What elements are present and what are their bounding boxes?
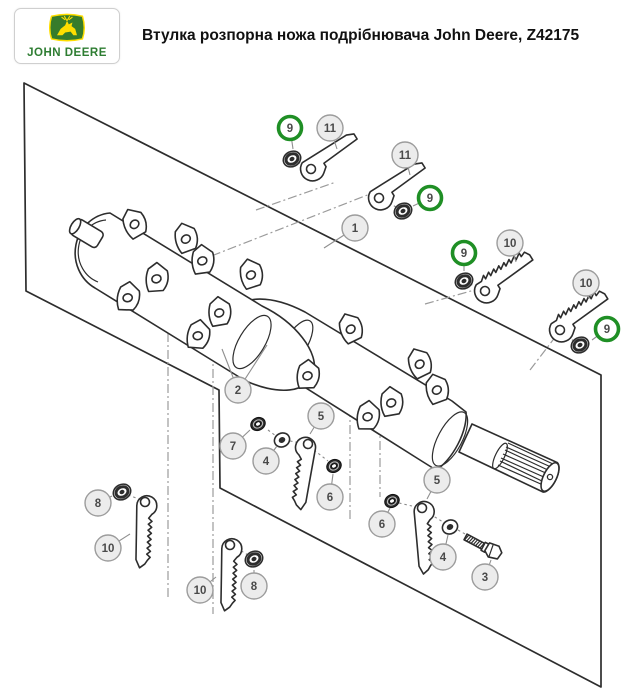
bolt-3 [463, 533, 503, 560]
callout-number: 8 [95, 498, 102, 510]
nut-6-b [381, 491, 403, 511]
hardware [109, 146, 593, 572]
callout-5 [423, 466, 451, 494]
serrated-knife-10-hanging-mid [217, 537, 244, 613]
callout-number: 5 [318, 411, 325, 423]
bushing-8-a [109, 479, 135, 505]
rotor-drum [68, 205, 560, 493]
callout-number: 6 [379, 519, 385, 531]
washer-4-b [439, 516, 461, 538]
callout-number: 9 [427, 193, 433, 205]
callout-6 [368, 510, 396, 538]
callout-number: 1 [352, 223, 359, 235]
john-deere-logo-card: JOHN DEERE [14, 8, 120, 64]
callout-number: 6 [327, 492, 333, 504]
callout-number: 10 [580, 278, 593, 290]
callout-8 [84, 489, 112, 517]
callout-10 [572, 269, 600, 297]
drum-left-section [68, 212, 316, 392]
spacer-bushing-9-b [390, 198, 416, 224]
callout-11 [316, 114, 344, 142]
washer-4-a [271, 429, 293, 451]
callout-number: 2 [235, 385, 241, 397]
serrated-knife-5-left [286, 435, 318, 512]
spline-grooves [497, 442, 554, 486]
callout-number: 11 [399, 150, 412, 162]
brand-wordmark: JOHN DEERE [27, 47, 107, 59]
callout-number: 10 [194, 585, 207, 597]
callout-number: 8 [251, 581, 258, 593]
callout-1 [341, 214, 369, 242]
callout-number: 9 [604, 324, 610, 336]
bushing-8-b [241, 546, 267, 572]
callout-number: 10 [102, 543, 115, 555]
spacer-bushing-9-c [451, 268, 477, 294]
john-deere-deer-icon [49, 13, 85, 42]
callout-number: 4 [263, 456, 270, 468]
nut-7 [247, 414, 269, 434]
housing-panel-outline [23, 82, 602, 688]
highlighted-callout-9 [416, 184, 444, 212]
stub-axle [68, 217, 104, 249]
callout-number: 4 [440, 552, 447, 564]
callout-5 [307, 402, 335, 430]
callout-10 [186, 576, 214, 604]
highlighted-callout-9 [450, 239, 478, 267]
callout-2 [224, 376, 252, 404]
callout-6 [316, 483, 344, 511]
serrated-knife-10-upper [467, 248, 541, 309]
callout-8 [240, 572, 268, 600]
callout-number: 9 [287, 123, 293, 135]
callout-10 [94, 534, 122, 562]
callout-4 [252, 447, 280, 475]
splined-shaft [458, 423, 560, 493]
spacer-bushing-9-d [567, 332, 593, 358]
callout-layer: 9 11 11 9 1 9 10 10 9 2 7 4 5 6 6 5 4 3 8 10 10 8 [84, 114, 621, 604]
callout-number: 11 [324, 123, 337, 135]
callout-number: 5 [434, 475, 441, 487]
callout-number: 7 [230, 441, 236, 453]
page-title: Втулка розпорна ножа подрібнювача John D… [142, 27, 580, 44]
callout-number: 3 [482, 572, 488, 584]
callout-number: 9 [461, 248, 467, 260]
callout-3 [471, 563, 499, 591]
callout-4 [429, 543, 457, 571]
projection-lines [127, 161, 575, 614]
highlighted-callout-9 [593, 315, 621, 343]
nut-6-a [323, 456, 345, 476]
callout-10 [496, 229, 524, 257]
callout-11 [391, 141, 419, 169]
highlighted-callout-9 [276, 114, 304, 142]
callout-number: 10 [504, 238, 517, 250]
callout-7 [219, 432, 247, 460]
serrated-knife-10-hanging-left [132, 494, 159, 570]
